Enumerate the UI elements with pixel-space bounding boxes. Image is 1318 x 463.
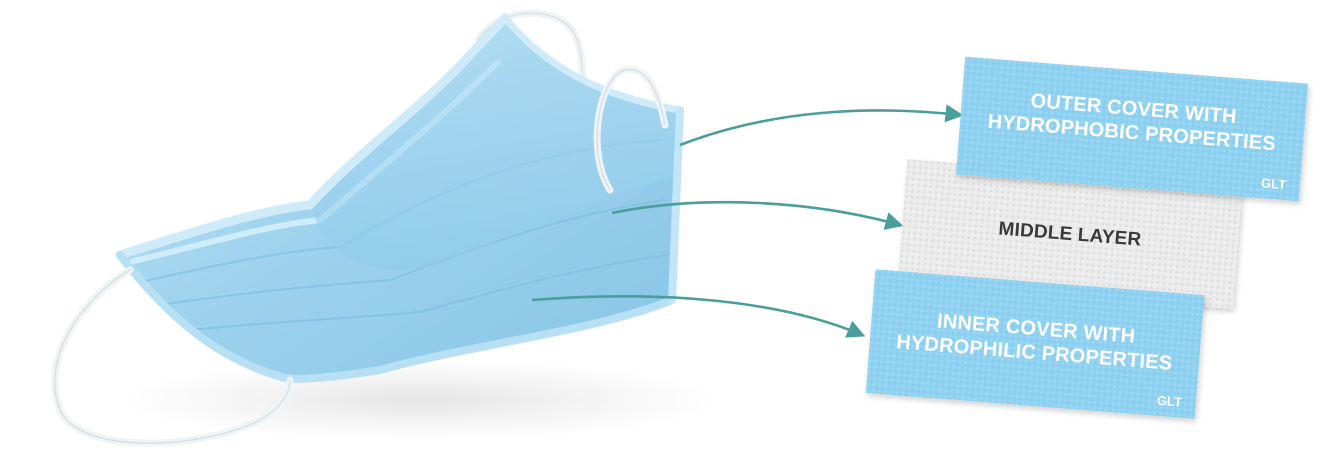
inner-layer-card: INNER COVER WITH HYDROPHILIC PROPERTIES … — [866, 269, 1205, 419]
inner-layer-brand: GLT — [1156, 393, 1182, 410]
mask-shadow — [120, 360, 720, 440]
outer-layer-brand: GLT — [1261, 175, 1287, 192]
arrow-to-outer-layer — [680, 110, 960, 145]
